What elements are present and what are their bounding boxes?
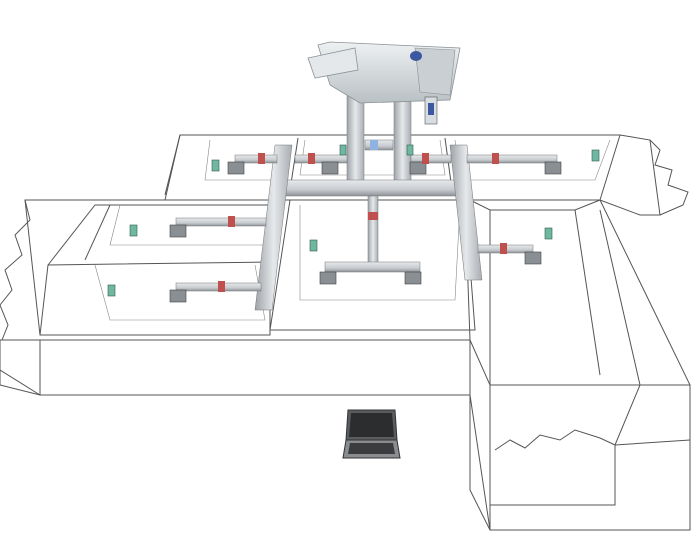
zone-damper-icon bbox=[308, 153, 315, 164]
diffuser-icon bbox=[169, 224, 187, 238]
thermostat-icon bbox=[544, 227, 553, 240]
thermostat-icon bbox=[211, 159, 220, 172]
diffuser-icon bbox=[524, 251, 542, 265]
thermostats bbox=[107, 144, 600, 297]
zone-damper-icon bbox=[218, 281, 225, 292]
zone-damper-icon bbox=[370, 140, 378, 150]
zone-damper-icon bbox=[228, 216, 235, 227]
zone-damper-icon bbox=[422, 153, 429, 164]
zone-damper-icon bbox=[368, 212, 378, 220]
zone-damper-icon bbox=[492, 153, 499, 164]
thermostat-icon bbox=[107, 284, 116, 297]
thermostat-icon bbox=[591, 149, 600, 162]
rooftop-unit bbox=[307, 41, 461, 104]
diffuser-icon bbox=[227, 161, 245, 175]
laptop-icon bbox=[342, 409, 401, 459]
diffuser-icon bbox=[404, 271, 422, 285]
diffusers bbox=[169, 161, 562, 303]
diffuser-icon bbox=[409, 161, 427, 175]
diffuser-icon bbox=[321, 161, 339, 175]
zone-damper-icon bbox=[500, 243, 507, 254]
thermostat-icon bbox=[309, 239, 318, 252]
diffuser-icon bbox=[544, 161, 562, 175]
thermostat-icon bbox=[129, 224, 138, 237]
control-panel bbox=[424, 96, 438, 125]
zone-damper-icon bbox=[258, 153, 265, 164]
diffuser-icon bbox=[319, 271, 337, 285]
thermostat-icon bbox=[406, 144, 414, 156]
zone-dampers bbox=[218, 140, 507, 292]
diffuser-icon bbox=[169, 289, 187, 303]
thermostat-icon bbox=[339, 144, 347, 156]
